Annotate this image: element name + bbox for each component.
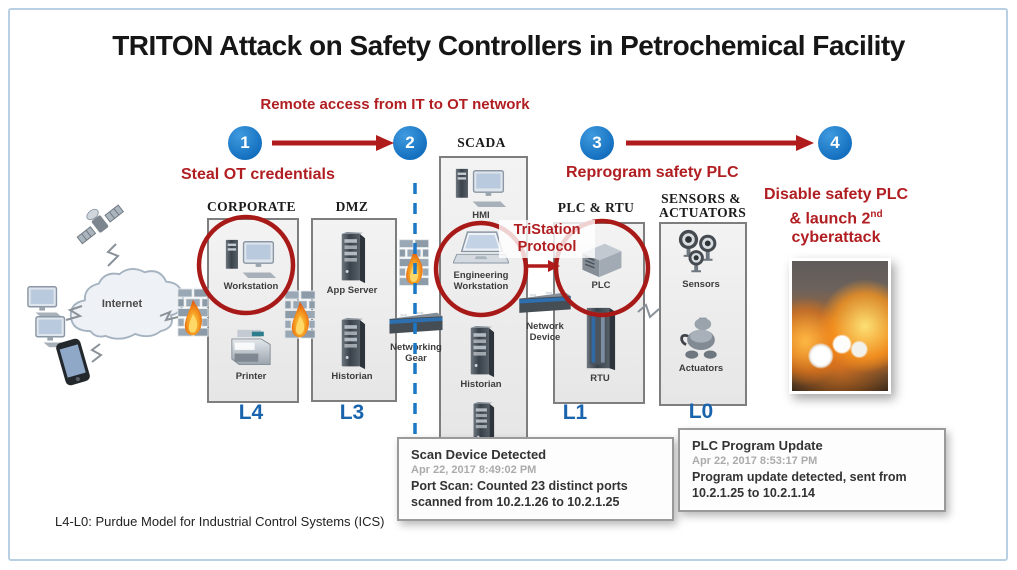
disable-line3: cyberattack [791, 229, 881, 247]
alert-timestamp: Apr 22, 2017 8:49:02 PM [411, 464, 537, 476]
annotation-steal-credentials: Steal OT credentials [181, 166, 335, 183]
firewall-icon [398, 238, 430, 288]
step-1-badge: 1 [228, 126, 262, 160]
server-icon [337, 318, 368, 370]
workstation-label: Workstation [223, 281, 279, 292]
actuators-label: Actuators [678, 363, 724, 374]
page-title: TRITON Attack on Safety Controllers in P… [112, 30, 905, 61]
network-device-label: Network Device [526, 321, 564, 343]
server-icon [337, 232, 368, 284]
engineering-workstation-label: Engineering Workstation [453, 270, 509, 292]
step-4-badge: 4 [818, 126, 852, 160]
satellite-icon [72, 198, 128, 250]
disable-line2-sup: nd [870, 208, 883, 220]
satellite-device [72, 198, 128, 250]
tristation-line2: Protocol [517, 239, 577, 255]
firewall-dmz-scada [398, 238, 430, 288]
scada-historian-label: Historian [460, 379, 502, 390]
app-server-label: App Server [326, 285, 378, 296]
switch-icon [514, 288, 576, 320]
step-2-badge: 2 [393, 126, 427, 160]
zone-box-sensors-actuators [659, 222, 747, 406]
zone-header-scada: SCADA [457, 135, 506, 150]
dmz-historian-label: Historian [331, 371, 373, 382]
purdue-model-footnote: L4-L0: Purdue Model for Industrial Contr… [55, 514, 385, 529]
actuators-device: Actuators [673, 314, 729, 375]
network-device: Network Device [514, 288, 576, 343]
sensors-header-line1: SENSORS & [661, 191, 741, 206]
dmz-historian-device: Historian [322, 318, 382, 383]
alert-body: Program update detected, sent from 10.2.… [692, 470, 907, 501]
zone-header-dmz: DMZ [335, 199, 369, 214]
firewall-icon [177, 286, 209, 340]
tristation-line1: TriStation [513, 222, 581, 238]
sensors-device: Sensors [673, 228, 729, 291]
internet-cloud-group: Internet [60, 262, 192, 348]
zone-header-plc-rtu: PLC & RTU [557, 200, 635, 215]
annotation-remote-access: Remote access from IT to OT network [260, 96, 530, 113]
actuator-icon [674, 314, 728, 362]
annotation-disable-plc: Disable safety PLC & launch 2nd cyberatt… [760, 185, 912, 248]
disable-line2: & launch 2 [789, 209, 871, 227]
hmi-device: HMI [448, 166, 514, 222]
firewall-internet-corporate [177, 286, 209, 340]
arrowhead-step4 [796, 135, 814, 151]
networking-gear-label: Networking Gear [390, 342, 442, 364]
networking-gear-device: Networking Gear [384, 308, 448, 364]
rtu-device: RTU [578, 306, 622, 385]
server-icon [466, 326, 497, 378]
alert-title: Scan Device Detected [411, 447, 547, 462]
annotation-tristation-protocol: TriStation Protocol [499, 220, 595, 258]
internet-label: Internet [101, 298, 143, 310]
firewall-icon [284, 288, 316, 342]
firewall-corporate-dmz [284, 288, 316, 342]
alert-title: PLC Program Update [692, 438, 823, 453]
step-3-badge: 3 [580, 126, 614, 160]
zone-header-sensors-actuators: SENSORS & ACTUATORS [659, 191, 747, 220]
app-server-device: App Server [322, 232, 382, 297]
disable-line1: Disable safety PLC [763, 186, 909, 203]
zone-header-corporate: CORPORATE [207, 199, 296, 214]
printer-device: Printer [218, 328, 284, 383]
level-label-l0: L0 [688, 400, 714, 423]
plc-label: PLC [591, 280, 611, 291]
workstation-icon [224, 237, 278, 280]
scada-historian-device: Historian [450, 326, 512, 391]
arrowhead-step2 [376, 135, 394, 151]
switch-icon [384, 308, 448, 341]
level-label-l4: L4 [238, 401, 264, 424]
sensors-header-line2: ACTUATORS [659, 204, 747, 220]
printer-label: Printer [235, 371, 267, 382]
alert-plc-update: PLC Program Update Apr 22, 2017 8:53:17 … [678, 428, 946, 512]
alert-body: Port Scan: Counted 23 distinct ports sca… [411, 479, 628, 510]
rtu-label: RTU [590, 373, 610, 384]
hmi-icon [454, 166, 508, 209]
sensors-icon [674, 228, 728, 278]
level-label-l3: L3 [339, 401, 365, 424]
level-label-l1: L1 [562, 401, 588, 424]
alert-timestamp: Apr 22, 2017 8:53:17 PM [692, 455, 818, 467]
explosion-photo [789, 258, 891, 394]
annotation-reprogram-plc: Reprogram safety PLC [566, 164, 739, 181]
alert-scan-device: Scan Device Detected Apr 22, 2017 8:49:0… [397, 437, 674, 521]
printer-icon [226, 328, 276, 370]
workstation-device: Workstation [214, 237, 288, 293]
sensors-label: Sensors [682, 279, 720, 290]
hmi-label: HMI [472, 210, 490, 221]
rtu-icon [580, 306, 620, 372]
